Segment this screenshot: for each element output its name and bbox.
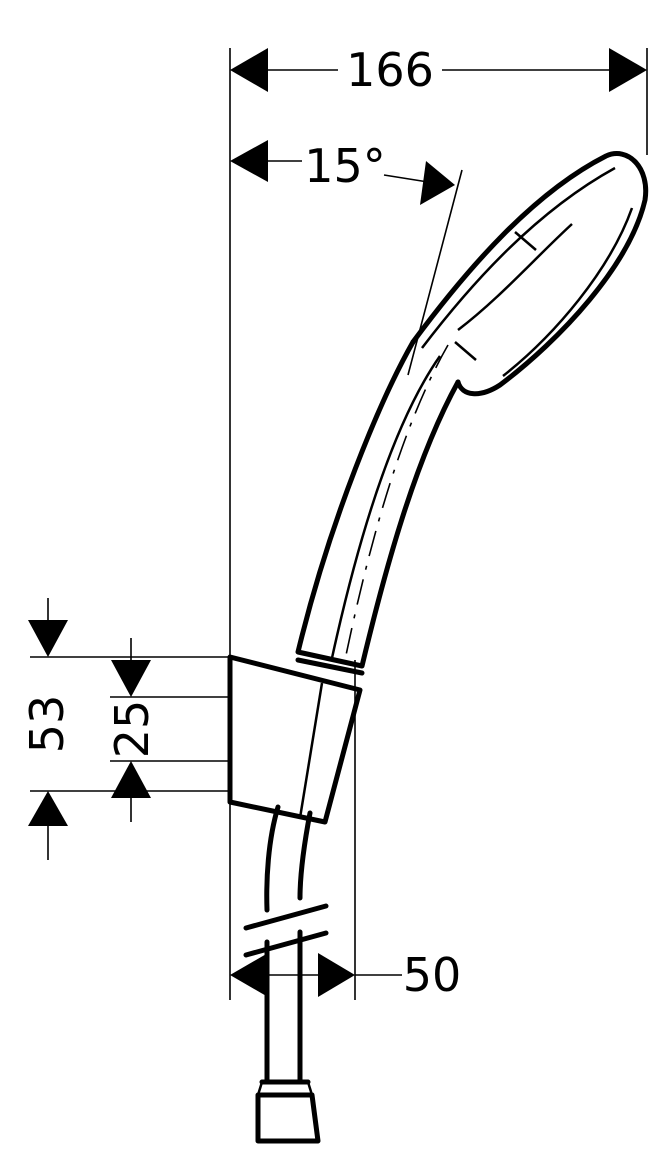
- arrow-right: [318, 953, 355, 997]
- arrow-left: [230, 140, 268, 182]
- arrow-up: [28, 791, 68, 826]
- dimension-label-angle: 15°: [304, 139, 386, 193]
- shower-handle: [295, 339, 461, 669]
- dimension-label-166: 166: [346, 43, 434, 97]
- arrow-down: [111, 660, 151, 697]
- arrow-left: [230, 953, 268, 997]
- dimension-53: 53: [20, 598, 74, 860]
- dimension-label-25: 25: [105, 700, 159, 759]
- shower-head: [410, 151, 649, 397]
- arrow-left: [230, 48, 268, 92]
- dimension-50: 50: [230, 948, 461, 1002]
- hose-nut: [255, 1092, 321, 1144]
- dimension-166: 166: [230, 43, 647, 97]
- dimension-label-50: 50: [403, 948, 462, 1002]
- arrow-up: [111, 761, 151, 798]
- dimension-25: 25: [105, 638, 159, 822]
- hand-shower: [295, 151, 649, 676]
- arrow-down: [28, 620, 68, 657]
- wall-holder: [227, 654, 363, 825]
- dimension-angle: 15°: [230, 139, 455, 205]
- dimension-label-53: 53: [20, 695, 74, 754]
- shower-hose: [243, 804, 329, 1144]
- arrow-right: [609, 48, 647, 92]
- arrow-right: [420, 161, 455, 205]
